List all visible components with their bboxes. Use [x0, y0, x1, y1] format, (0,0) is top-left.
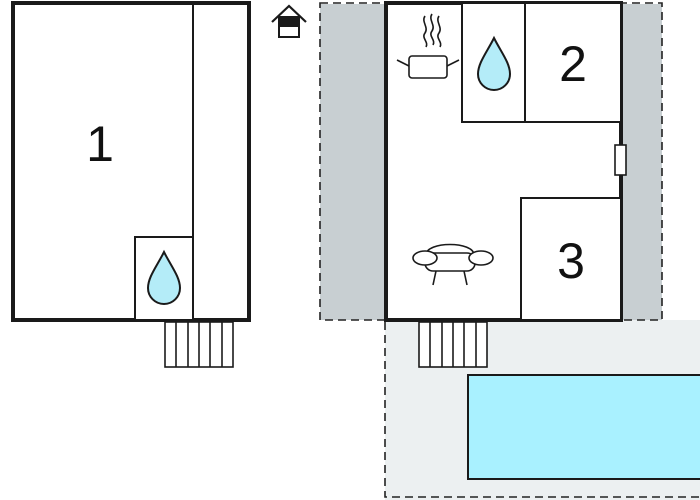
- door-marker: [614, 144, 627, 176]
- steps-left: [164, 321, 234, 368]
- building-left-outline: [11, 1, 251, 322]
- water-drop-icon: [476, 35, 512, 91]
- water-drop-icon: [146, 249, 182, 305]
- terrace-left: [320, 4, 386, 320]
- house-direction-icon: [271, 4, 307, 38]
- building-left: 1: [11, 1, 251, 322]
- room-number-3: 3: [557, 233, 585, 289]
- room-number-2: 2: [559, 36, 587, 92]
- bedroom-3: [520, 197, 622, 321]
- steps-right: [418, 321, 488, 368]
- building-right: 2 3: [384, 1, 627, 322]
- cooking-pot-icon: [396, 13, 460, 79]
- yard-area-side: [620, 320, 700, 325]
- yard-boundary: [384, 322, 700, 498]
- bedroom-2: [524, 2, 622, 123]
- pool: [467, 374, 700, 480]
- sofa-icon: [412, 243, 494, 286]
- room-number-1: 1: [86, 116, 114, 172]
- terrace-right: [620, 4, 662, 320]
